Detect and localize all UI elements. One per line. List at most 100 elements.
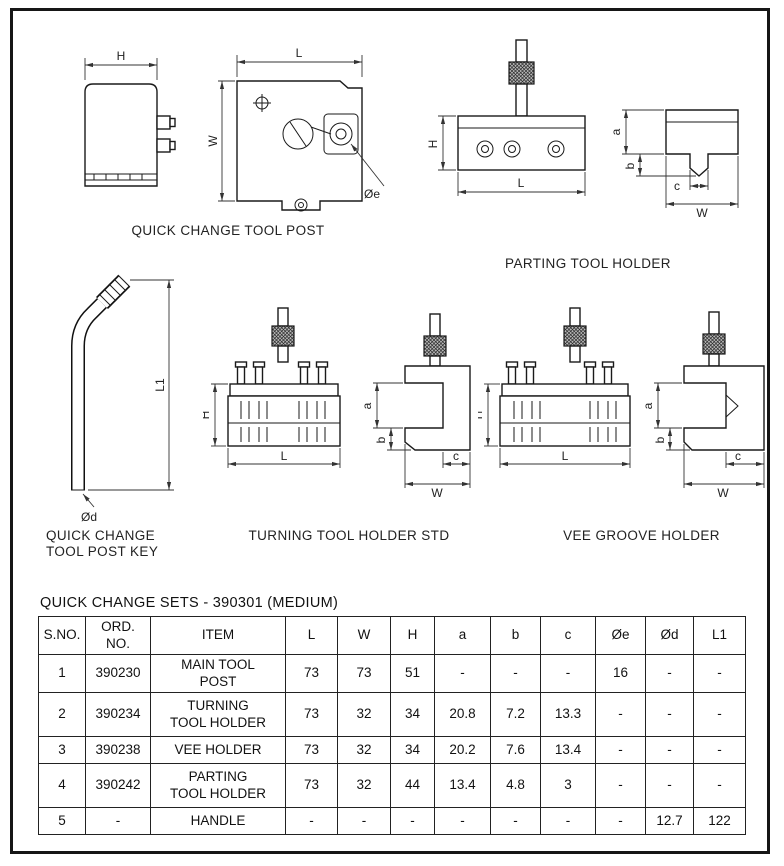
key-body [71, 274, 131, 491]
cell-b: - [490, 807, 541, 835]
cell-c: 13.3 [540, 692, 596, 737]
cell-sno: 3 [38, 736, 86, 764]
dim-label-W: W [696, 206, 708, 220]
cell-phi-e: - [595, 807, 646, 835]
caption-parting: PARTING TOOL HOLDER [505, 256, 671, 271]
cell-w: 32 [337, 736, 391, 764]
dim-label-phi-e: Øe [364, 187, 380, 201]
cell-ord: 390238 [85, 736, 151, 764]
dim-label-L: L [281, 449, 288, 463]
cell-item-line1: VEE HOLDER [174, 741, 262, 757]
cell-phi-e: - [595, 692, 646, 737]
cell-ord: 390230 [85, 654, 151, 693]
cell-item-line2: TOOL HOLDER [169, 785, 267, 801]
cell-item: VEE HOLDER [150, 736, 286, 764]
cell-h: 51 [390, 654, 435, 693]
cell-h: 34 [390, 692, 435, 737]
cell-a: - [434, 654, 491, 693]
cell-c: 13.4 [540, 736, 596, 764]
dim-label-H: H [203, 411, 212, 420]
cell-item: HANDLE [150, 807, 286, 835]
turning-holder-drawing: H L a b c W [203, 307, 471, 500]
col-l: L [285, 616, 338, 655]
col-ord-line2: NO. [105, 635, 130, 651]
col-phi-d: Ød [645, 616, 694, 655]
cell-l: 73 [285, 692, 338, 737]
knurled-screw [508, 61, 535, 85]
cell-l: 73 [285, 654, 338, 693]
cell-item-line1: TURNING [187, 698, 249, 714]
cell-c: - [540, 807, 596, 835]
dim-label-b: b [653, 436, 667, 443]
knurled-screw [423, 335, 447, 357]
cell-sno: 5 [38, 807, 86, 835]
col-phi-e: Øe [595, 616, 646, 655]
dim-label-L: L [296, 46, 303, 60]
cell-w: 32 [337, 692, 391, 737]
cell-phi-e: - [595, 763, 646, 808]
table-title: QUICK CHANGE SETS - 390301 (MEDIUM) [40, 595, 339, 611]
cell-h: 44 [390, 763, 435, 808]
cell-b: - [490, 654, 541, 693]
caption-key-line1: QUICK CHANGE [46, 528, 156, 543]
vee-side-view: a b c W [641, 311, 765, 500]
col-b: b [490, 616, 541, 655]
cell-phi-d: 12.7 [645, 807, 694, 835]
table-row: 5 - HANDLE - - - - - - - 12.7 122 [38, 807, 746, 835]
caption-key: QUICK CHANGE TOOL POST KEY [46, 528, 196, 560]
caption-turning: TURNING TOOL HOLDER STD [248, 528, 450, 543]
cell-h: - [390, 807, 435, 835]
knurled-screw [702, 333, 726, 355]
cell-l: 73 [285, 736, 338, 764]
cell-item-line2: POST [199, 673, 237, 689]
col-a: a [434, 616, 491, 655]
cell-ord: 390234 [85, 692, 151, 737]
key-dimensions: L1 Ød [81, 279, 174, 524]
cell-phi-d: - [645, 763, 694, 808]
cell-l1: - [693, 736, 746, 764]
cell-l1: - [693, 692, 746, 737]
dim-label-L1: L1 [153, 378, 167, 392]
page-border [10, 8, 770, 854]
cell-b: 7.6 [490, 736, 541, 764]
parting-side-view: a b c W [609, 109, 739, 220]
turning-front-view: H L [203, 307, 341, 468]
cell-ord: 390242 [85, 763, 151, 808]
dim-label-phi-d: Ød [81, 510, 97, 524]
caption-vee: VEE GROOVE HOLDER [563, 528, 720, 543]
cell-item-line1: MAIN TOOL [181, 657, 255, 673]
cell-item-line1: PARTING [188, 769, 248, 785]
cell-w: 32 [337, 763, 391, 808]
cell-phi-d: - [645, 692, 694, 737]
col-sno: S.NO. [38, 616, 86, 655]
dim-label-c: c [453, 449, 459, 463]
spec-table: S.NO. ORD.NO. ITEM L W H a b c Øe Ød L1 … [38, 616, 746, 835]
cell-a: - [434, 807, 491, 835]
dim-label-c: c [735, 449, 741, 463]
dim-label-H: H [428, 140, 440, 149]
dim-label-a: a [609, 128, 623, 135]
dim-label-H: H [478, 411, 485, 420]
vee-front-view: H L [478, 307, 631, 468]
table-row: 3 390238 VEE HOLDER 73 32 34 20.2 7.6 13… [38, 736, 746, 764]
cell-a: 20.8 [434, 692, 491, 737]
cell-a: 13.4 [434, 763, 491, 808]
knurled-screw [271, 325, 295, 347]
caption-key-line2: TOOL POST KEY [46, 544, 159, 559]
toolpost-side-view: H [84, 49, 176, 187]
dim-label-L: L [562, 449, 569, 463]
cell-l: - [285, 807, 338, 835]
cell-phi-d: - [645, 654, 694, 693]
cell-sno: 1 [38, 654, 86, 693]
dim-label-a: a [360, 402, 374, 409]
cell-l1: - [693, 654, 746, 693]
cell-c: 3 [540, 763, 596, 808]
cell-l: 73 [285, 763, 338, 808]
cell-a: 20.2 [434, 736, 491, 764]
